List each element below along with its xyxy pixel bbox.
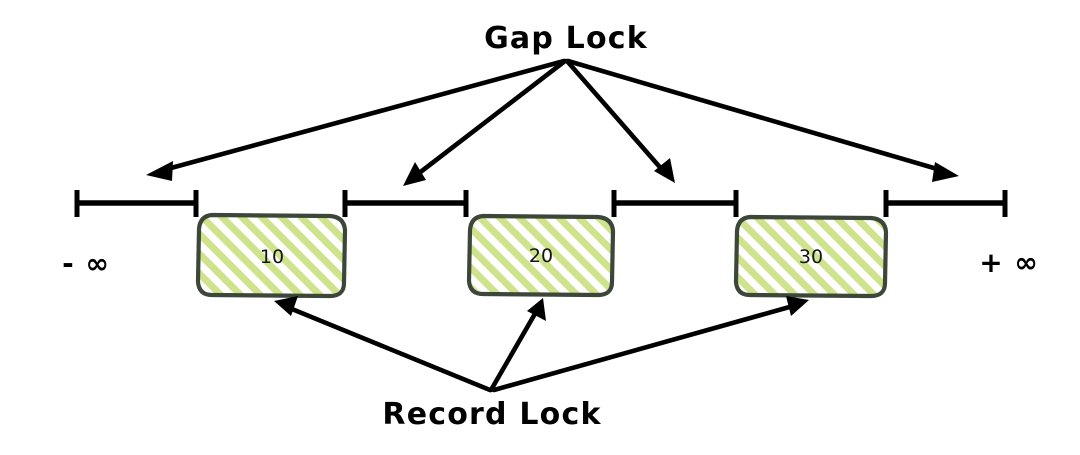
negative-infinity-label: - ∞	[62, 247, 110, 280]
arrow-head-icon	[786, 296, 809, 316]
record-lock-arrow-2	[488, 298, 546, 393]
gap-lock-title: Gap Lock	[484, 21, 648, 56]
record-box-30-border	[733, 214, 889, 299]
gap-segment-2	[342, 190, 469, 217]
record-lock-title: Record Lock	[382, 397, 601, 432]
record-box-30: 30	[733, 214, 889, 299]
record-box-30-hatch	[737, 218, 885, 296]
record-box-20-border	[466, 213, 616, 298]
arrow-head-icon	[932, 162, 959, 182]
positive-infinity-label: + ∞	[979, 246, 1039, 279]
record-value-label: 30	[799, 246, 823, 268]
arrow-head-icon	[146, 161, 173, 181]
record-lock-arrow-1	[274, 296, 493, 393]
arrow-head-icon	[403, 162, 426, 186]
arrow-head-icon	[654, 158, 675, 183]
record-lock-arrow-3	[491, 296, 809, 393]
gap-segment-1	[74, 190, 199, 217]
record-value-label: 20	[529, 245, 553, 267]
gap-segment-4	[883, 190, 1008, 217]
record-box-20-hatch	[470, 217, 612, 295]
arrow-head-icon	[274, 296, 298, 316]
record-box-10-border	[195, 212, 348, 299]
gap-lock-arrow-3	[564, 58, 675, 183]
record-box-10-hatch	[199, 216, 345, 296]
record-value-label: 10	[260, 246, 284, 268]
record-box-20: 20	[466, 213, 616, 298]
arrow-head-icon	[527, 298, 546, 321]
gap-lock-arrow-4	[565, 58, 959, 182]
record-box-10: 10	[195, 212, 348, 299]
number-line-axis	[74, 190, 1008, 217]
gap-segment-3	[611, 190, 739, 217]
gap-lock-arrow-2	[403, 58, 568, 186]
gap-lock-arrow-1	[146, 58, 567, 181]
